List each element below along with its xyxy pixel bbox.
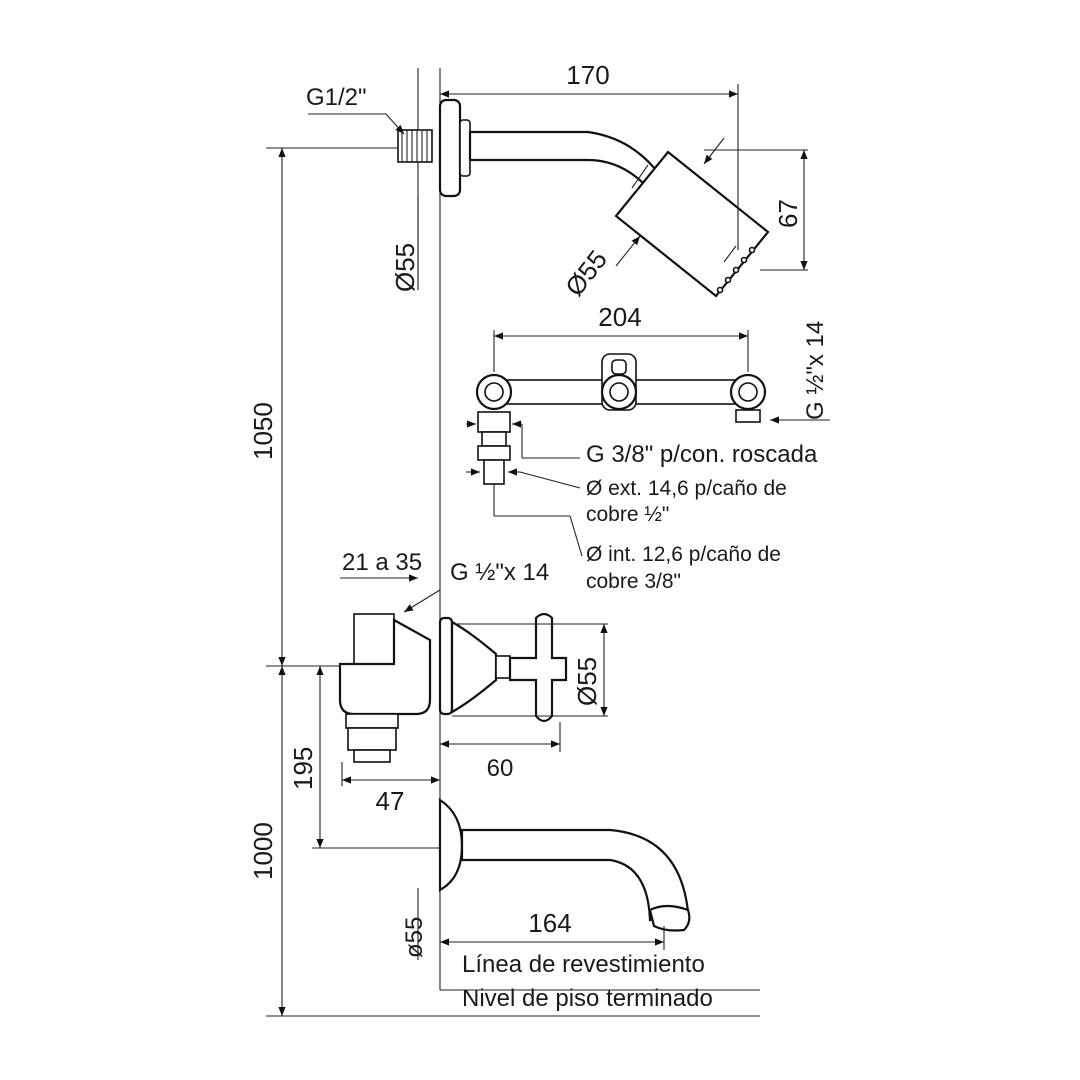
dim-spout-flange: ø55 [401, 888, 428, 960]
floor-level-label: Nivel de piso terminado [462, 985, 713, 1012]
dim-1050-label: 1050 [248, 402, 278, 460]
head-dia-label: Ø55 [559, 244, 613, 301]
spout-assembly [438, 797, 691, 932]
dim-inlet-thread-vertical: G ½"x 14 [770, 321, 830, 424]
shower-flange [438, 98, 462, 198]
dim-shower-arm-length: 170 [440, 60, 739, 250]
shower-arm-assembly [397, 98, 770, 298]
note-ext-line1: Ø ext. 14,6 p/caño de [586, 477, 787, 500]
flange-dia-label: Ø55 [390, 243, 420, 292]
dim-valve-spacing: 204 [493, 302, 749, 372]
dim-1000-label: 1000 [248, 822, 278, 880]
dim-21-35-label: 21 a 35 [342, 549, 422, 576]
dim-handle-depth: 60 [440, 722, 561, 782]
shower-arm [468, 130, 662, 190]
dim-wall-depth: 21 a 35 G ½"x 14 [340, 549, 549, 613]
wall-line-label: Línea de revestimiento [462, 951, 705, 978]
mixer-valve-assembly [338, 612, 568, 763]
note-threaded-connection: G 3/8" p/con. roscada [586, 441, 818, 468]
valve-body-assembly [475, 353, 767, 485]
spout-flange [438, 797, 464, 892]
note-int-line2: cobre 3/8" [586, 570, 681, 593]
dim-spout-wall-offset: 47 [341, 762, 440, 816]
cross-handle [508, 612, 568, 723]
dim-thread-shower: G1/2" [306, 84, 405, 135]
dim-67-label: 67 [773, 199, 803, 228]
dim-170-label: 170 [566, 60, 609, 90]
dim-head-height: 67 [704, 149, 808, 271]
inlet-thread-vertical-label: G ½"x 14 [802, 321, 829, 420]
dim-spout-height: 195 [266, 665, 440, 849]
dim-flange-diameter: Ø55 [390, 196, 420, 292]
dim-handle-diameter: Ø55 [452, 623, 608, 717]
wall-body [353, 613, 395, 665]
outlet-nut [347, 727, 397, 751]
dim-47-label: 47 [376, 786, 405, 816]
spout-flange-label: ø55 [401, 917, 428, 958]
connection-notes: G 3/8" p/con. roscada Ø ext. 14,6 p/caño… [466, 420, 818, 593]
dim-195-label: 195 [288, 747, 318, 790]
connector-body [477, 411, 511, 433]
dim-total-heights: 1050 1000 [248, 147, 440, 1017]
bonnet [450, 620, 498, 714]
thread-nipple [397, 129, 433, 163]
note-int-line1: Ø int. 12,6 p/caño de [586, 543, 781, 566]
shower-head [614, 150, 770, 298]
spout-tip [648, 904, 691, 932]
thread-g12-label: G1/2" [306, 84, 367, 111]
escutcheon [438, 616, 454, 716]
dim-164-label: 164 [528, 908, 571, 938]
handle-dia-label: Ø55 [572, 657, 602, 706]
dim-spout-length: 164 [440, 908, 665, 950]
dim-60-label: 60 [487, 755, 514, 782]
nozzles [716, 246, 756, 294]
note-ext-line2: cobre ½" [586, 503, 669, 526]
inlet-thread-label: G ½"x 14 [450, 559, 549, 586]
thread-lines [401, 130, 428, 162]
spout-pipe [460, 828, 690, 922]
dim-204-label: 204 [598, 302, 641, 332]
